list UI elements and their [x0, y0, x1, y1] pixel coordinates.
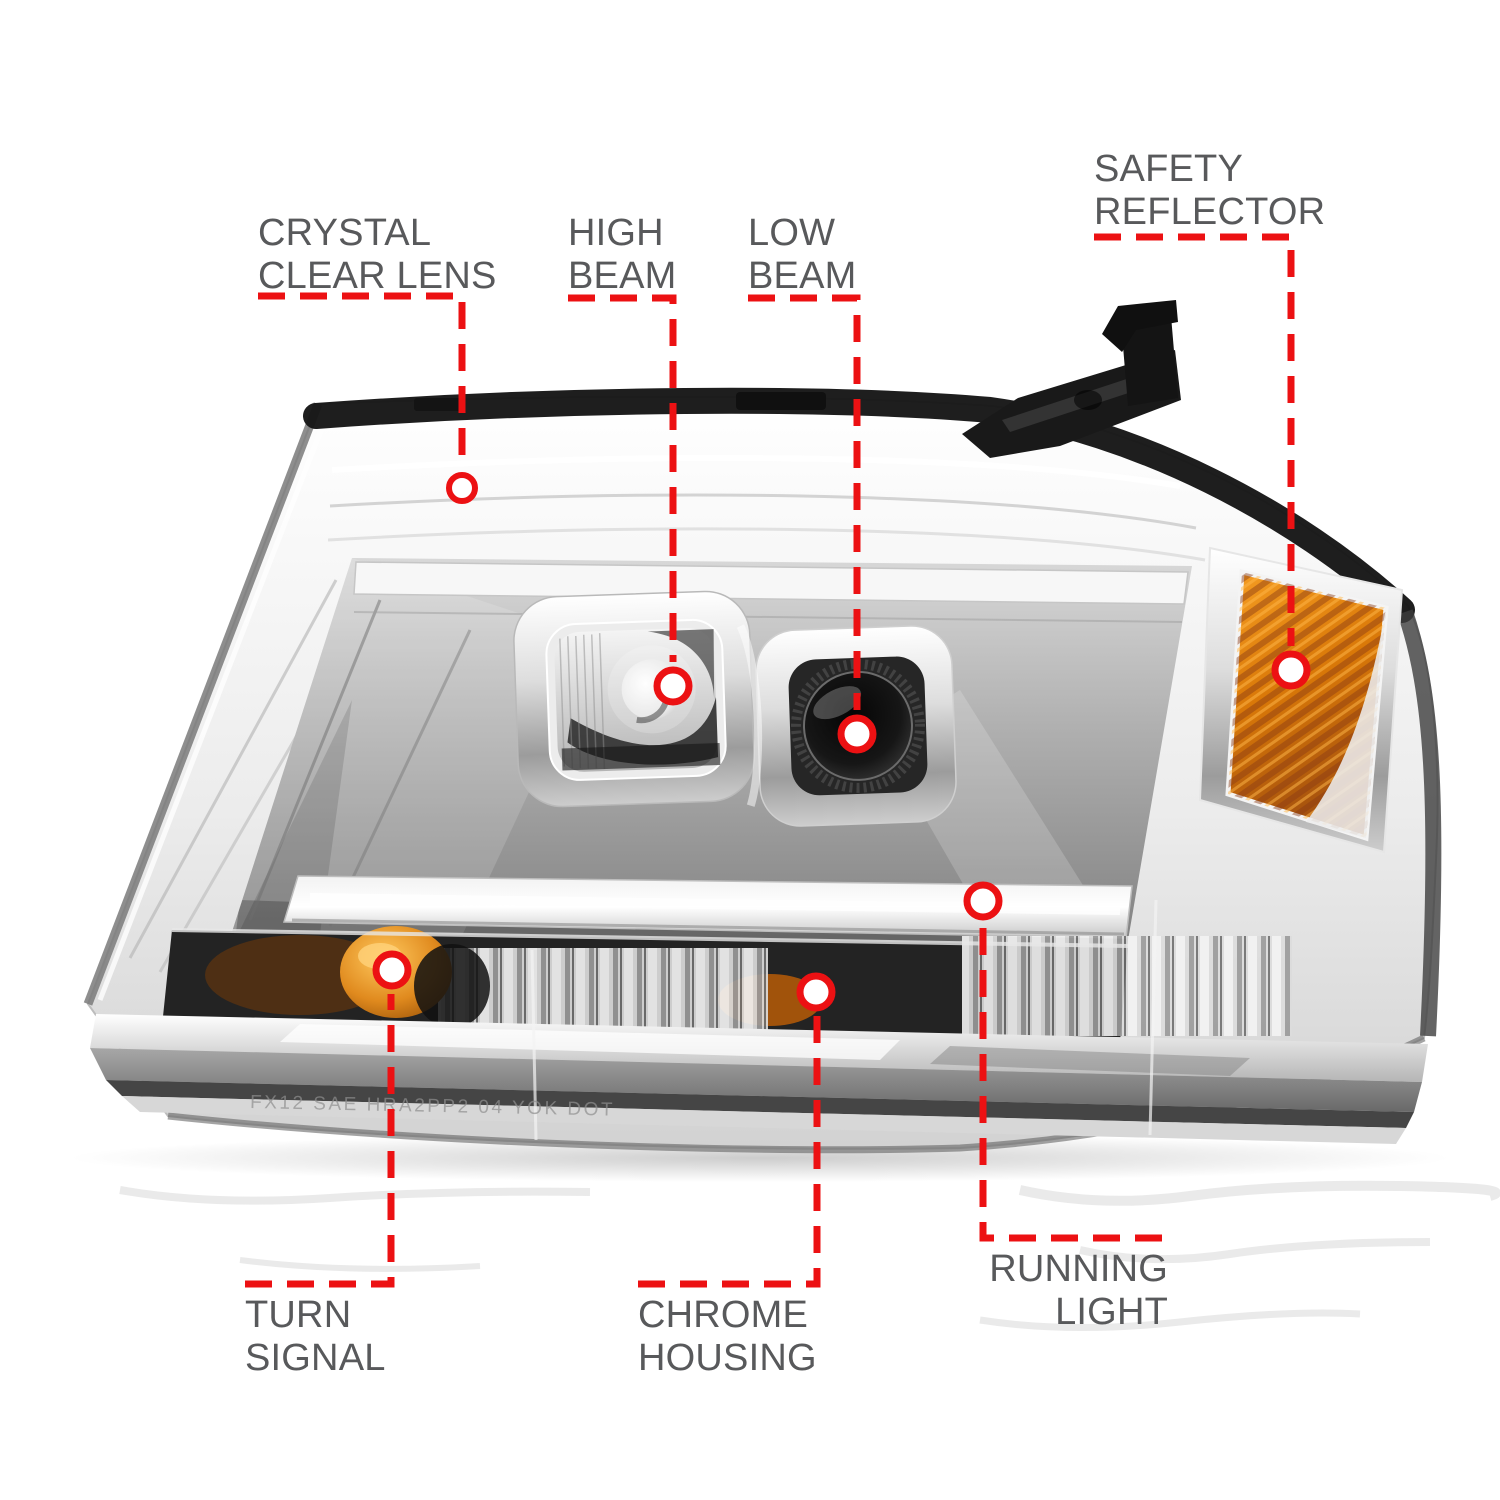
- callout-line-crystal-clear-lens: [258, 292, 466, 468]
- safety-reflector-panel: [1198, 546, 1404, 854]
- label-high-beam: HIGH BEAM: [568, 212, 677, 297]
- chrome-housing-bands: FX12 SAE HRA2PP2 04 YOK DOT: [90, 899, 1428, 1144]
- label-low-beam: LOW BEAM: [748, 212, 857, 297]
- callout-endpoint-crystal-clear-lens: [446, 472, 478, 504]
- callout-endpoint-safety-reflector: [1271, 650, 1311, 690]
- callout-endpoint-high-beam: [653, 666, 693, 706]
- label-safety-reflector: SAFETY REFLECTOR: [1094, 148, 1326, 233]
- callout-line-low-beam: [748, 294, 861, 710]
- callout-line-running-light: [979, 925, 1162, 1242]
- label-turn-signal: TURN SIGNAL: [245, 1294, 386, 1379]
- callout-endpoint-low-beam: [837, 714, 877, 754]
- mounting-bracket: [962, 300, 1181, 458]
- callout-line-safety-reflector: [1094, 233, 1295, 646]
- callouts: [245, 233, 1311, 1288]
- label-crystal-clear-lens: CRYSTAL CLEAR LENS: [258, 212, 497, 297]
- callout-endpoint-chrome-housing: [796, 972, 836, 1012]
- callout-line-turn-signal: [245, 994, 395, 1288]
- callout-endpoint-running-light: [963, 881, 1003, 921]
- callout-line-chrome-housing: [638, 1016, 821, 1288]
- label-chrome-housing: CHROME HOUSING: [638, 1294, 817, 1379]
- callout-endpoint-turn-signal: [372, 950, 412, 990]
- floor-reflection: [70, 1134, 1500, 1500]
- callout-line-high-beam: [568, 294, 677, 662]
- label-running-light: RUNNING LIGHT: [989, 1248, 1168, 1333]
- high-beam-assembly: [513, 590, 755, 808]
- drl-tube-top: [353, 561, 1189, 605]
